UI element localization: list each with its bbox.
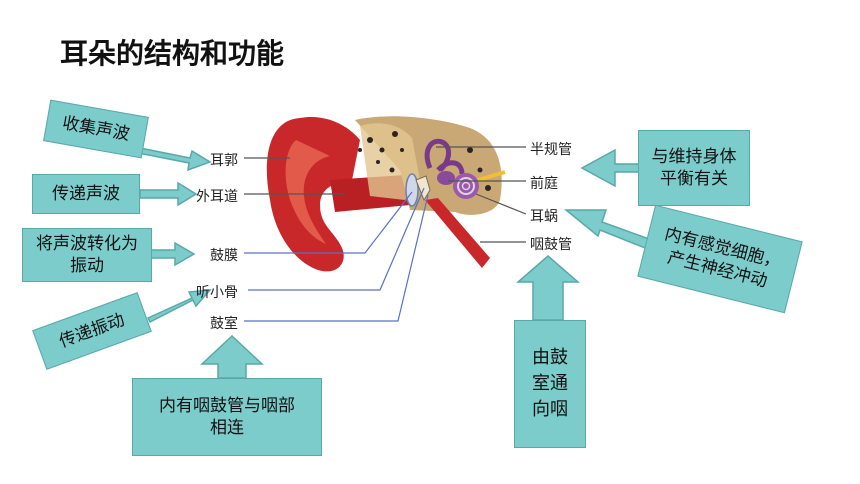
label-tympanic-cavity: 鼓室 bbox=[210, 316, 238, 332]
callout-balance: 与维持身体平衡有关 bbox=[638, 130, 750, 206]
label-vestibule: 前庭 bbox=[530, 176, 558, 192]
arrow-transmit bbox=[139, 181, 198, 207]
arrow-collect bbox=[136, 147, 212, 172]
arrow-cochlea bbox=[563, 209, 653, 252]
arrow-tympanic-cavity bbox=[200, 334, 264, 379]
arrow-ossicles bbox=[146, 289, 212, 324]
label-cochlea: 耳蜗 bbox=[530, 209, 558, 225]
label-eardrum: 鼓膜 bbox=[210, 248, 238, 264]
label-ear-canal: 外耳道 bbox=[196, 189, 238, 205]
callout-tympanic-to-pharynx: 由鼓室通向咽 bbox=[514, 320, 586, 448]
label-ossicles: 听小骨 bbox=[196, 285, 238, 301]
arrow-balance bbox=[580, 148, 641, 188]
label-auricle: 耳郭 bbox=[210, 153, 238, 169]
arrow-eustachian bbox=[515, 255, 581, 321]
callout-eustachian-connection: 内有咽鼓管与咽部相连 bbox=[132, 378, 322, 456]
arrow-vibrate bbox=[149, 241, 196, 267]
callout-sound-to-vibration: 将声波转化为振动 bbox=[22, 228, 152, 282]
callout-transmit-sound: 传递声波 bbox=[32, 174, 140, 214]
page-title: 耳朵的结构和功能 bbox=[60, 37, 285, 70]
eustachian-tube-shape bbox=[425, 198, 490, 268]
label-semicircular-canals: 半规管 bbox=[530, 142, 572, 158]
label-eustachian-tube: 咽鼓管 bbox=[530, 237, 572, 253]
